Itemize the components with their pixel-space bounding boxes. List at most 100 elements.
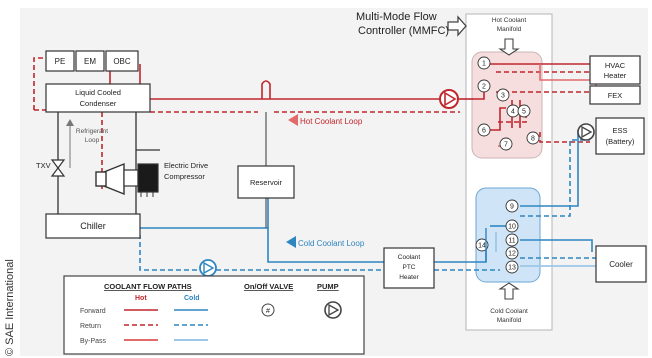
hot-loop-pump-icon	[439, 89, 459, 109]
cold-valve-12-icon	[505, 246, 519, 260]
legend-row-bypass: By-Pass	[80, 338, 107, 345]
obc-label: OBC	[113, 57, 131, 66]
refrigerant-loop-label-line1: Refrigerant	[76, 128, 108, 135]
cold-manifold-valves: 9 10 11 12 13 14	[475, 199, 519, 274]
cold-valve-11-label: 11	[508, 238, 515, 245]
cold-valve-10-icon	[505, 219, 519, 233]
compressor-label-line2: Compressor	[164, 172, 205, 181]
hot-valve-8-label: 8	[531, 136, 535, 143]
reservoir-label: Reservoir	[250, 178, 283, 187]
cold-valve-10-label: 10	[508, 224, 516, 231]
hot-manifold-label-line1: Hot Coolant	[492, 17, 527, 24]
ess-battery-box	[595, 117, 645, 155]
legend-valve-symbol-text: #	[266, 308, 270, 315]
cold-valve-9-label: 9	[510, 204, 514, 211]
cold-loop-pump-icon	[199, 259, 217, 277]
ptc-label-line2: PTC	[403, 264, 416, 271]
legend-title: COOLANT FLOW PATHS	[104, 282, 192, 291]
hot-valve-2-icon	[477, 79, 491, 93]
reservoir-box	[237, 165, 295, 199]
ess-label-line1: ESS	[612, 126, 627, 135]
txv-valve	[50, 159, 66, 177]
mmfc-title-line1: Multi-Mode Flow	[356, 11, 437, 23]
cold-pipe-to-ess	[520, 130, 579, 207]
hot-valve-5-icon	[517, 104, 531, 118]
hvac-label-line1: HVAC	[605, 61, 626, 70]
hot-valve-2-label: 2	[482, 84, 486, 91]
cold-valve-14-icon	[475, 238, 489, 252]
hot-pipe-valve3	[490, 107, 506, 131]
compressor-label-line1: Electric Drive	[164, 161, 208, 170]
em-label: EM	[84, 57, 96, 66]
cold-valve-9-icon	[505, 199, 519, 213]
reservoir-hot-crossover	[261, 80, 271, 99]
legend-hot-header: Hot	[135, 295, 147, 302]
obc-box	[105, 50, 139, 72]
hot-valve-3-icon	[496, 88, 510, 102]
chiller-label: Chiller	[80, 221, 106, 231]
ess-pump-icon	[577, 123, 595, 141]
hot-valve-3-label: 3	[501, 93, 505, 100]
legend-row-return: Return	[80, 323, 101, 330]
mmfc-pointer-arrow-icon	[447, 15, 467, 37]
legend-cold-header: Cold	[184, 295, 200, 302]
fex-label: FEX	[608, 91, 623, 100]
legend-row-forward: Forward	[80, 308, 106, 315]
cold-manifold-arrow-icon	[498, 282, 520, 300]
condenser-label-line1: Liquid Cooled	[75, 88, 121, 97]
ptc-label-line3: Heater	[399, 274, 419, 281]
cold-return-ess	[520, 139, 590, 217]
legend-valve-symbol-icon	[261, 303, 275, 317]
legend-pump-icon	[324, 301, 342, 319]
condenser-label-line2: Condenser	[80, 99, 117, 108]
pe-label: PE	[55, 57, 66, 66]
chiller-box	[45, 213, 141, 239]
refrigerant-loop-label-line2: Loop	[85, 137, 100, 144]
cooler-box	[595, 245, 647, 283]
hot-valve-7-label: 7	[504, 142, 508, 149]
cold-manifold-label-line2: Manifold	[497, 317, 522, 324]
legend: COOLANT FLOW PATHS Hot Cold Forward Retu…	[63, 275, 365, 355]
txv-label: TXV	[36, 161, 51, 170]
cold-manifold-label-line1: Cold Coolant	[490, 308, 528, 315]
hot-coolant-loop-label: Hot Coolant Loop	[288, 114, 363, 126]
copyright-text: © SAE International	[4, 259, 16, 356]
hot-manifold-arrow-icon	[498, 38, 520, 56]
coolant-ptc-heater-box	[383, 247, 435, 289]
cold-valve-13-icon	[505, 260, 519, 274]
copyright-notice: © SAE International	[4, 259, 16, 356]
ptc-label-line1: Coolant	[398, 254, 421, 261]
legend-pump-title: PUMP	[317, 282, 339, 291]
hvac-label-line2: Heater	[604, 71, 627, 80]
cold-forward-pipe-main	[106, 227, 470, 263]
hot-valve-1-label: 1	[482, 61, 486, 68]
pe-box	[45, 50, 75, 72]
cold-pipe-to-cooler	[520, 239, 593, 252]
cold-valve-12-label: 12	[508, 251, 516, 258]
cold-valve-11-icon	[505, 233, 519, 247]
hot-coolant-loop-text: Hot Coolant Loop	[300, 117, 363, 126]
refrigerant-loop-arrow	[66, 119, 74, 168]
hot-valve-5-label: 5	[522, 109, 526, 116]
condenser-box	[45, 83, 151, 113]
hvac-heater-box	[589, 55, 641, 85]
hot-return-valve8	[539, 132, 590, 143]
cold-coolant-loop-text: Cold Coolant Loop	[298, 239, 365, 248]
cooler-label: Cooler	[609, 260, 633, 269]
hot-valve-1-icon	[477, 56, 491, 70]
cold-coolant-loop-label: Cold Coolant Loop	[286, 236, 365, 248]
legend-valve-title: On/Off VALVE	[244, 282, 293, 291]
electric-compressor-icon	[95, 162, 159, 197]
legend-box	[63, 275, 365, 355]
hot-manifold-label-line2: Manifold	[497, 26, 522, 33]
hot-valve-6-label: 6	[482, 128, 486, 135]
ess-label-line2: (Battery)	[606, 137, 635, 146]
hot-valve-8-icon	[526, 131, 540, 145]
fex-box	[589, 85, 641, 105]
cold-valve-14-label: 14	[478, 243, 486, 250]
cold-valve-13-label: 13	[508, 265, 516, 272]
hot-valve-4-label: 4	[511, 109, 515, 116]
hot-return-left-loop	[33, 57, 46, 110]
